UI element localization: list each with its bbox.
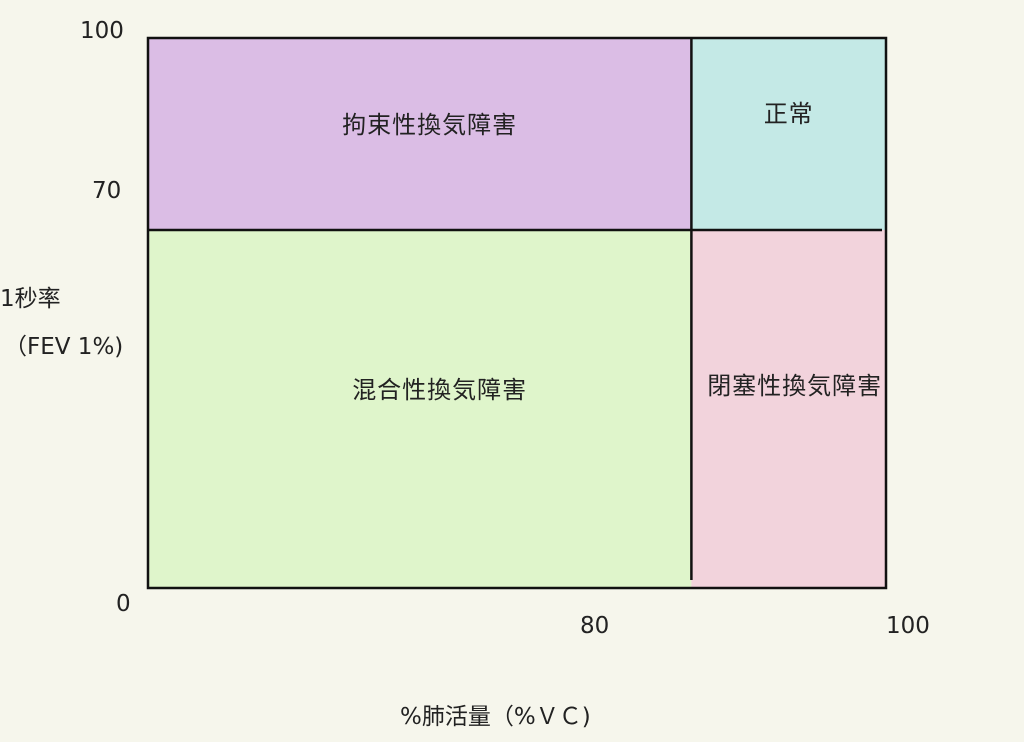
x-axis-label: %肺活量（%ＶＣ): [400, 704, 591, 730]
y-tick-70: 70: [92, 178, 122, 204]
mixed-region: [148, 230, 692, 588]
obstructive-label: 閉塞性換気障害: [707, 372, 883, 400]
y-tick-100: 100: [80, 18, 124, 44]
x-tick-80: 80: [580, 613, 610, 639]
restrictive-label: 拘束性換気障害: [342, 111, 518, 139]
normal-region: [691, 38, 886, 230]
y-axis-label: 1秒率: [0, 286, 61, 312]
origin-tick: 0: [116, 591, 131, 617]
restrictive-region: [148, 38, 692, 230]
x-tick-100: 100: [886, 613, 930, 639]
normal-label: 正常: [763, 100, 814, 128]
chart-frame: [146, 36, 888, 590]
y-axis-label-sub: （FEV 1%): [4, 334, 124, 360]
mixed-label: 混合性換気障害: [352, 376, 528, 404]
obstructive-region: [691, 230, 886, 588]
